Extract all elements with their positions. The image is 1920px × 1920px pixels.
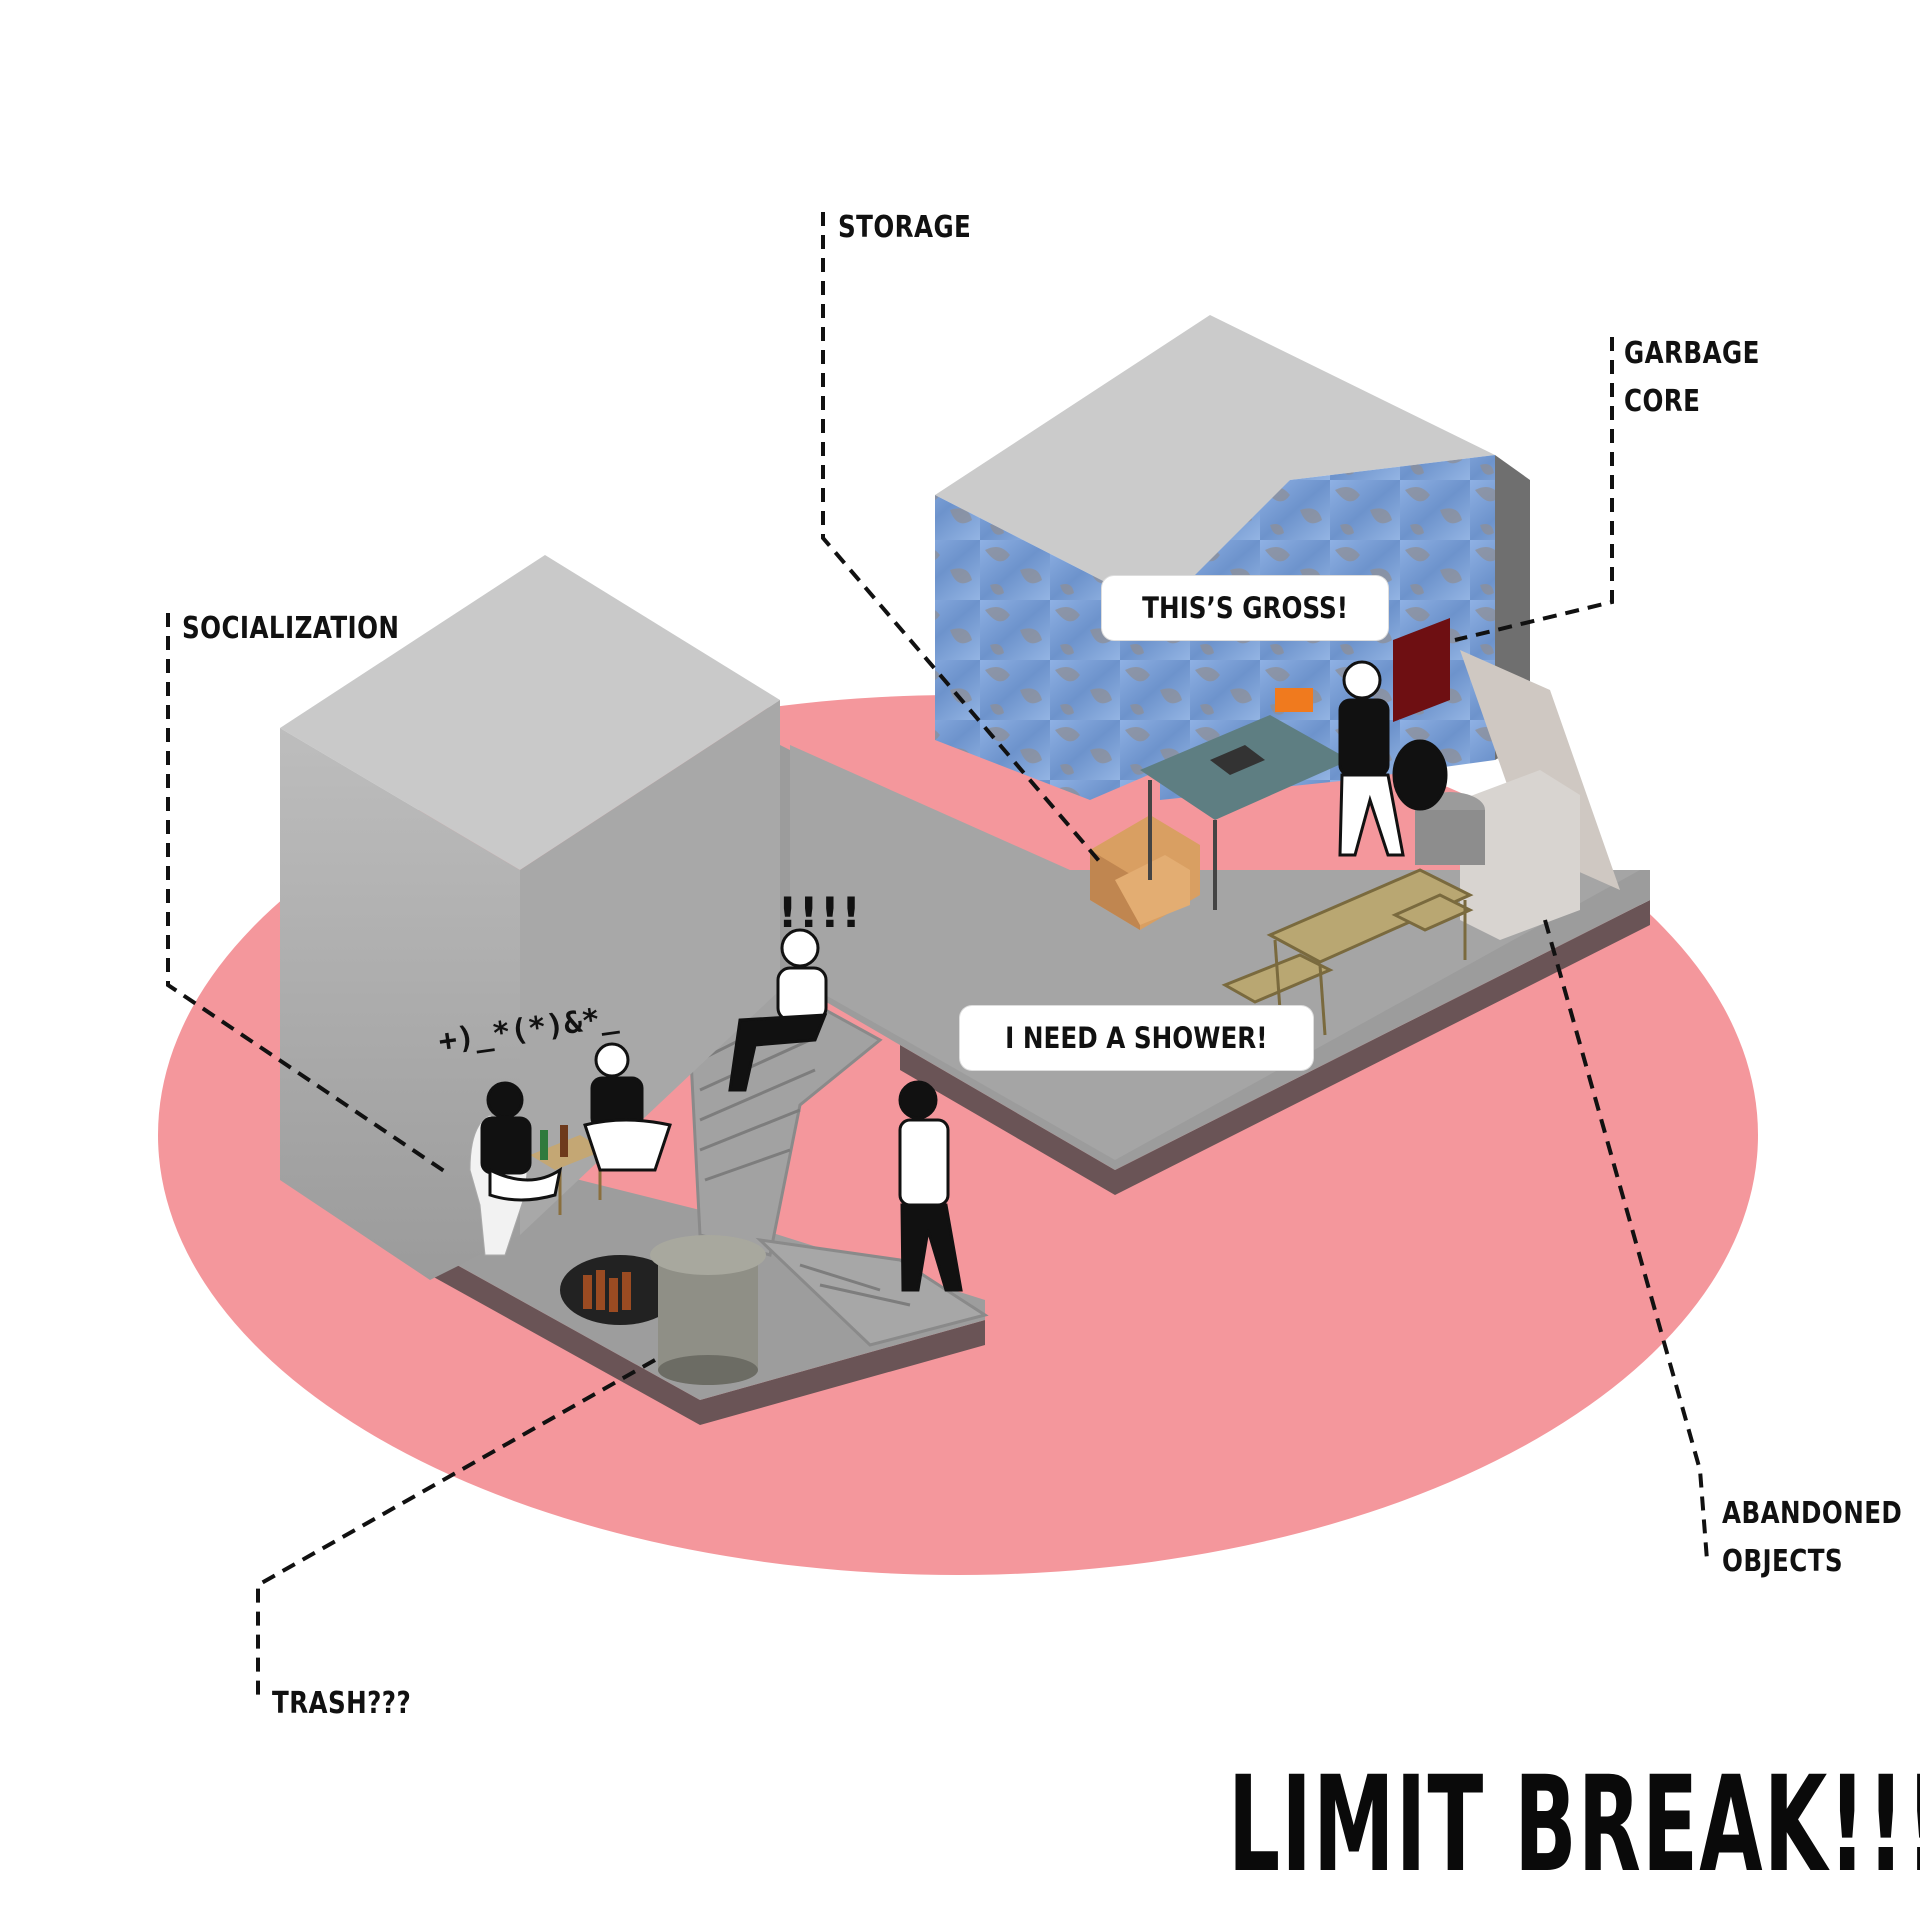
person-on-stairs: [728, 928, 828, 1092]
speech-bubble-gross-text: THIS’S GROSS!: [1142, 591, 1349, 625]
stair-shadow: [430, 1250, 985, 1425]
exclamation-marks: !!!!: [778, 888, 863, 937]
person-sitting-chair: [480, 1081, 563, 1202]
label-trash-text: TRASH???: [272, 1686, 412, 1721]
person-with-garbage: [1338, 660, 1448, 857]
person-squatting: [583, 1042, 672, 1172]
label-socialization-text: SOCIALIZATION: [182, 611, 400, 646]
label-garbage-core-line1: GARBAGE: [1624, 336, 1760, 371]
label-socialization: SOCIALIZATION: [182, 605, 399, 653]
abandoned-objects: [1415, 650, 1620, 940]
people: [480, 660, 1448, 1292]
speech-bubble-shower-text: I NEED A SHOWER!: [1005, 1021, 1268, 1055]
leader-garbage-core: [1454, 337, 1614, 642]
speech-bubble-gross: THIS’S GROSS!: [1102, 576, 1389, 640]
person-walking: [898, 1080, 963, 1292]
leader-trash: [256, 1358, 656, 1703]
cardboard-boxes: [1090, 815, 1200, 930]
picnic-tables: [1221, 868, 1474, 1036]
bottles: [583, 1270, 631, 1312]
leader-abandoned: [1543, 919, 1709, 1561]
leader-storage: [821, 212, 1102, 864]
red-door: [1393, 618, 1450, 722]
trash-can: [560, 1235, 766, 1385]
leader-socialization: [166, 613, 452, 1177]
blue-storage-block: [935, 315, 1530, 800]
speech-bubble-shower: I NEED A SHOWER!: [960, 1006, 1313, 1070]
label-abandoned-line1: ABANDONED: [1722, 1496, 1903, 1531]
label-abandoned-objects: ABANDONED OBJECTS: [1722, 1490, 1902, 1586]
leader-lines: [166, 212, 1709, 1703]
label-storage-text: STORAGE: [838, 210, 972, 245]
label-garbage-core: GARBAGE CORE: [1624, 330, 1760, 426]
page-title: LIMIT BREAK!!!: [1228, 1748, 1920, 1902]
left-concrete-block: [280, 555, 780, 1280]
label-abandoned-line2: OBJECTS: [1722, 1544, 1844, 1579]
label-trash: TRASH???: [272, 1680, 411, 1728]
label-storage: STORAGE: [838, 204, 971, 252]
label-garbage-core-line2: CORE: [1624, 384, 1701, 419]
